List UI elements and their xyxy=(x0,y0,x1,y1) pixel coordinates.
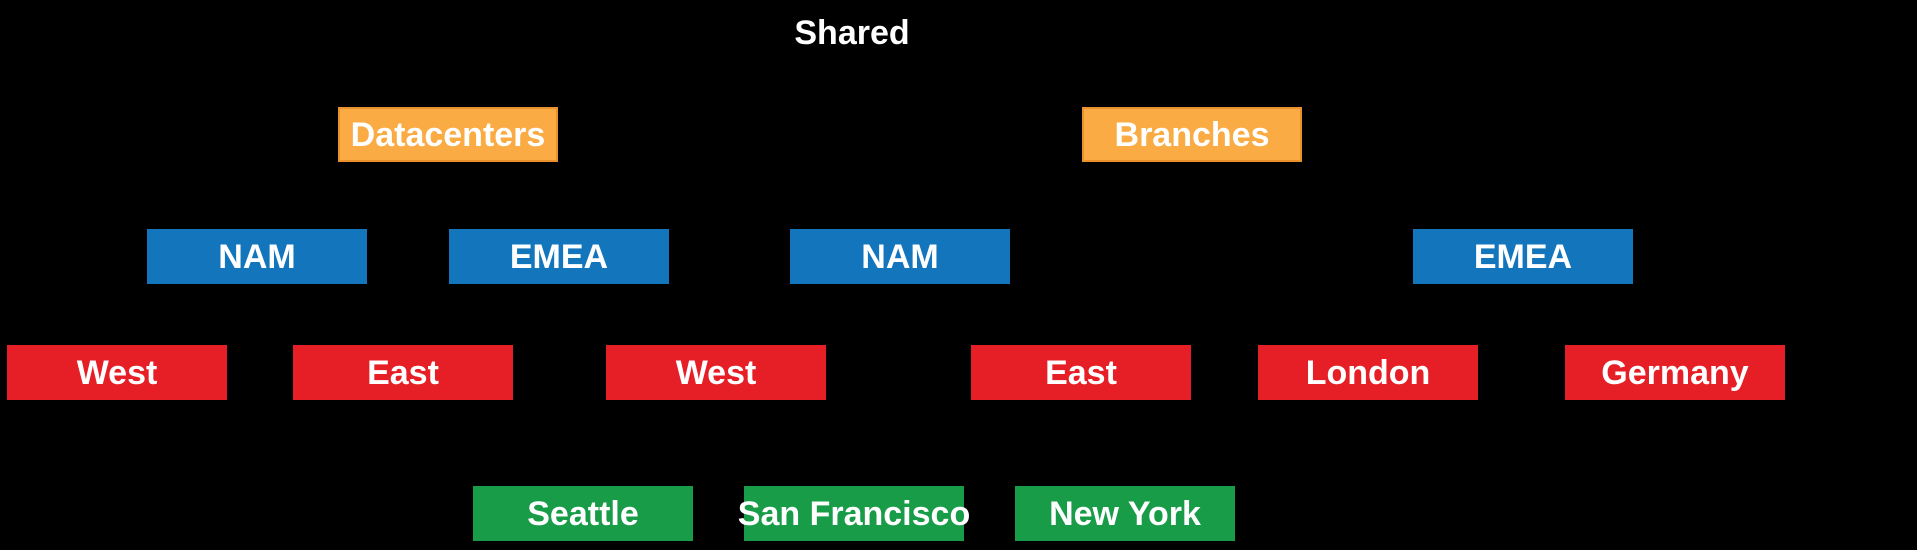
node-west: West xyxy=(606,345,826,400)
diagram-root-title: Shared xyxy=(794,14,910,52)
node-west: West xyxy=(7,345,227,400)
node-datacenters: Datacenters xyxy=(338,107,558,162)
node-east: East xyxy=(971,345,1191,400)
node-emea: EMEA xyxy=(449,229,669,284)
node-seattle: Seattle xyxy=(473,486,693,541)
node-branches: Branches xyxy=(1082,107,1302,162)
node-nam: NAM xyxy=(147,229,367,284)
node-germany: Germany xyxy=(1565,345,1785,400)
node-new-york: New York xyxy=(1015,486,1235,541)
node-san-francisco: San Francisco xyxy=(738,486,970,541)
node-nam: NAM xyxy=(790,229,1010,284)
node-emea: EMEA xyxy=(1413,229,1633,284)
node-east: East xyxy=(293,345,513,400)
node-london: London xyxy=(1258,345,1478,400)
